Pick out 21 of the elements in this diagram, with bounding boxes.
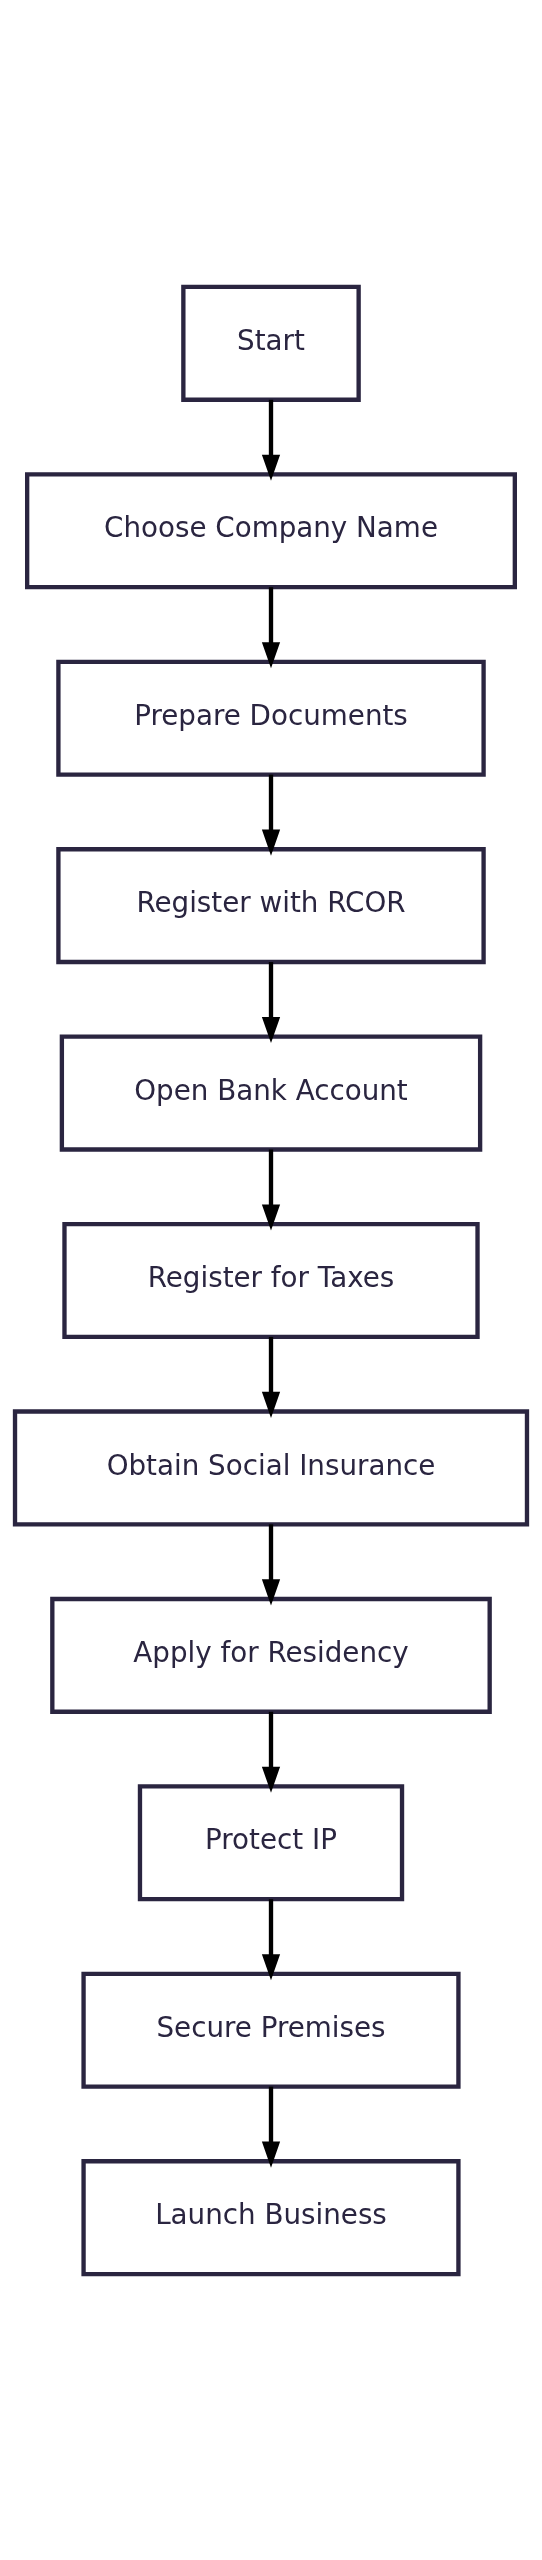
arrow	[261, 1523, 281, 1605]
node-box: Register with RCOR	[56, 846, 486, 964]
arrow	[261, 399, 281, 481]
node-box: Obtain Social Insurance	[12, 1408, 530, 1526]
node-box: Launch Business	[81, 2158, 461, 2276]
node-box: Protect IP	[137, 1783, 405, 1901]
arrow	[261, 774, 281, 856]
node-box: Start	[181, 284, 361, 402]
arrow	[261, 1898, 281, 1980]
arrow	[261, 1711, 281, 1793]
node-box: Secure Premises	[81, 1971, 461, 2089]
node-box: Apply for Residency	[50, 1596, 492, 1714]
arrow	[261, 1149, 281, 1231]
arrow	[261, 961, 281, 1043]
arrow	[261, 586, 281, 668]
node-box: Register for Taxes	[62, 1221, 480, 1339]
node-box: Open Bank Account	[59, 1034, 483, 1152]
node-box: Choose Company Name	[25, 471, 517, 589]
arrow	[261, 2086, 281, 2168]
arrow	[261, 1336, 281, 1418]
node-box: Prepare Documents	[56, 659, 486, 777]
